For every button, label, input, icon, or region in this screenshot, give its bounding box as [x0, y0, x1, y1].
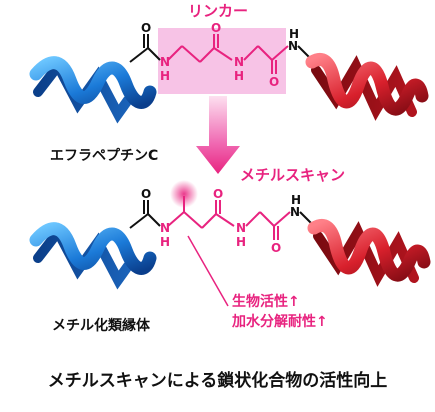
backbone-bonds-bottom	[129, 200, 161, 229]
top-molecule: リンカー	[29, 2, 429, 164]
atom-n-1-b: N	[160, 221, 170, 235]
parent-compound-label: エフラペプチンC	[50, 148, 158, 164]
atom-n-2-b: N	[236, 221, 246, 235]
atom-o-2: O	[211, 21, 221, 35]
figure-caption: メチルスキャンによる鎖状化合物の活性向上	[47, 371, 388, 391]
atom-h-1-b: H	[160, 235, 170, 249]
atom-labels-top: O N H O H N O N H	[141, 21, 299, 89]
linker-bonds-top	[167, 34, 289, 74]
atom-n-3: N	[288, 39, 298, 53]
red-helix-top	[305, 53, 429, 121]
atom-o-2-b: O	[213, 187, 223, 201]
product-label: メチル化類縁体	[52, 317, 151, 334]
atom-h-2: H	[234, 69, 244, 83]
linker-bonds-bottom	[167, 196, 291, 240]
atom-n-3-b: N	[290, 205, 300, 219]
linker-highlight-box	[158, 28, 286, 94]
linker-label: リンカー	[188, 2, 248, 20]
atom-n-2: N	[234, 55, 244, 69]
reaction-label: メチルスキャン	[240, 166, 345, 184]
blue-helix-bottom	[29, 222, 157, 290]
atom-o-3: O	[269, 75, 279, 89]
blue-helix-top	[29, 56, 157, 124]
atom-h-3: H	[289, 27, 299, 41]
effect-bioactivity: 生物活性↑	[232, 293, 300, 310]
atom-h-2-b: H	[236, 235, 246, 249]
backbone-bonds-top	[129, 34, 161, 63]
atom-labels-bottom: O N H O H N O N H	[141, 187, 301, 255]
atom-o-3-b: O	[271, 241, 281, 255]
atom-h-1: H	[160, 69, 170, 83]
atom-n-1: N	[160, 55, 170, 69]
atom-o-1: O	[141, 21, 151, 35]
effect-hydrolysis-resistance: 加水分解耐性↑	[231, 313, 328, 330]
transformation-arrow: メチルスキャン	[196, 96, 345, 184]
bottom-molecule: O N H O H N O N H 生物活性↑ 加水分解耐性↑ メチル化類縁体	[29, 180, 431, 334]
effect-pointer-line	[187, 235, 229, 307]
atom-h-3-b: H	[291, 193, 301, 207]
red-helix-bottom	[307, 219, 431, 287]
methyl-glow	[170, 180, 198, 208]
atom-o-1-b: O	[141, 187, 151, 201]
